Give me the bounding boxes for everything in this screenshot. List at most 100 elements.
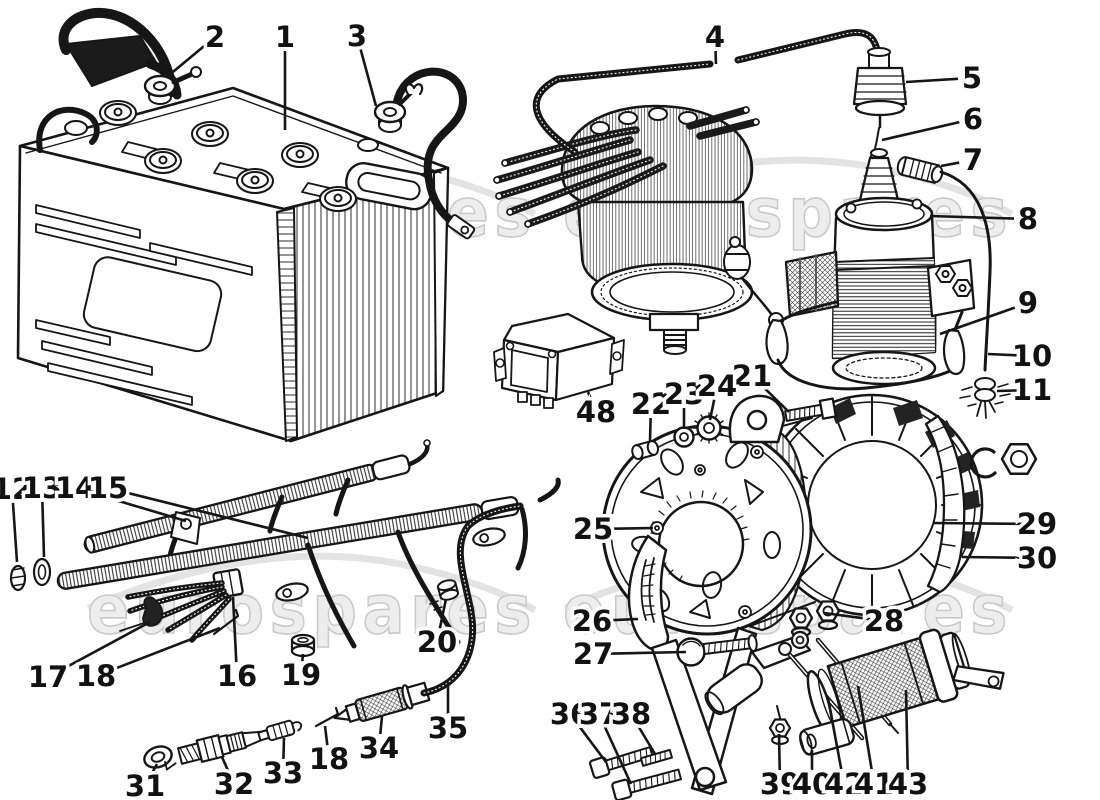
part-callout-23[interactable]: 23 (660, 374, 707, 415)
lock-washer (969, 447, 997, 479)
part-callout-7[interactable]: 7 (959, 140, 986, 181)
part-callout-32[interactable]: 32 (210, 764, 257, 800)
leader-line-18 (323, 725, 329, 746)
part-callout-29[interactable]: 29 (1013, 504, 1060, 545)
part-callout-27[interactable]: 27 (569, 634, 616, 675)
part-callout-5[interactable]: 5 (958, 58, 985, 99)
plug-cap (333, 681, 431, 723)
part-callout-33[interactable]: 33 (259, 753, 306, 794)
leader-line-25 (606, 526, 654, 531)
part-callout-12[interactable]: 12 (0, 469, 36, 510)
part-callout-48[interactable]: 48 (572, 392, 619, 433)
battery-corner-pillar (276, 207, 298, 442)
part-callout-28[interactable]: 28 (860, 601, 907, 642)
plug-lead-35 (420, 502, 524, 697)
clevis-fork (750, 630, 812, 670)
leader-line-17 (59, 620, 151, 672)
plug-connector (257, 719, 303, 742)
part-callout-38[interactable]: 38 (607, 694, 654, 735)
bolt-36 (589, 746, 654, 779)
part-callout-20[interactable]: 20 (413, 622, 460, 663)
part-callout-34[interactable]: 34 (355, 728, 402, 769)
part-callout-25[interactable]: 25 (569, 509, 616, 550)
part-callout-24[interactable]: 24 (693, 366, 740, 407)
part-callout-9[interactable]: 9 (1014, 283, 1041, 324)
leader-line-16 (231, 596, 238, 663)
wire-ends (493, 106, 760, 228)
part-callout-37[interactable]: 37 (575, 694, 622, 735)
spacer-sleeve (799, 717, 855, 756)
part-callout-41[interactable]: 41 (850, 764, 897, 800)
part-callout-21[interactable]: 21 (728, 356, 775, 397)
part-callout-16[interactable]: 16 (213, 656, 260, 697)
part-callout-14[interactable]: 14 (51, 468, 98, 509)
lever-trunnion (704, 663, 763, 716)
leader-line-9 (939, 306, 1016, 336)
part-callout-6[interactable]: 6 (959, 99, 986, 140)
part-callout-43[interactable]: 43 (884, 764, 931, 800)
part-callout-15[interactable]: 15 (84, 468, 131, 509)
leader-line-32 (220, 756, 230, 772)
part-callout-31[interactable]: 31 (121, 766, 168, 800)
battery-side-face (282, 166, 450, 443)
leader-line-22 (648, 417, 652, 442)
leader-line-8 (929, 214, 1015, 220)
retaining-pin (314, 706, 340, 728)
battery-side-strip (433, 167, 449, 397)
leader-line-30 (961, 555, 1024, 560)
leader-line-41 (856, 685, 874, 771)
part-callout-30[interactable]: 30 (1013, 538, 1060, 579)
hatch-marks (429, 600, 443, 611)
part-callout-4[interactable]: 4 (701, 17, 728, 58)
rubber-bushing-20 (436, 579, 460, 601)
alternator (601, 393, 1038, 796)
part-callout-2[interactable]: 2 (201, 17, 228, 58)
leader-line-15 (121, 490, 309, 540)
leader-line-5 (905, 77, 959, 84)
part-callout-8[interactable]: 8 (1014, 199, 1041, 240)
part-callout-1[interactable]: 1 (271, 17, 298, 58)
part-callout-42[interactable]: 42 (820, 764, 867, 800)
coil-bracket (784, 250, 840, 318)
conduit-lower (9, 477, 561, 649)
part-callout-18[interactable]: 18 (72, 656, 119, 697)
leader-line-29 (932, 521, 1024, 526)
part-callout-11[interactable]: 11 (1008, 370, 1055, 411)
pulley-nut (1000, 443, 1038, 475)
leader-line-21 (761, 384, 790, 413)
mounting-ear (728, 394, 786, 444)
cotter-pin (212, 608, 240, 636)
leader-line-24 (708, 399, 716, 421)
leader-line-12 (11, 502, 19, 563)
part-callout-17[interactable]: 17 (24, 657, 71, 698)
leader-line-13 (41, 501, 46, 558)
conduit-upper (83, 439, 431, 559)
pivot-bolt (784, 397, 837, 422)
leader-line-48 (586, 391, 593, 400)
part-callout-18[interactable]: 18 (305, 739, 352, 780)
part-callout-36[interactable]: 36 (546, 694, 593, 735)
leader-line-19 (301, 653, 305, 662)
elbow-connector (896, 156, 944, 184)
part-callout-3[interactable]: 3 (343, 16, 370, 57)
part-callout-35[interactable]: 35 (424, 708, 471, 749)
part-callout-39[interactable]: 39 (756, 764, 803, 800)
part-callout-40[interactable]: 40 (788, 764, 835, 800)
leader-line-7 (940, 161, 960, 168)
part-callout-13[interactable]: 13 (18, 468, 65, 509)
washer-23 (673, 426, 695, 448)
part-callout-10[interactable]: 10 (1008, 336, 1055, 377)
part-callout-19[interactable]: 19 (277, 655, 324, 696)
nuts-28 (788, 600, 841, 638)
small-bolt-22 (631, 440, 660, 460)
battery-cable-3 (373, 67, 476, 240)
callout-leader-lines (11, 44, 1024, 785)
hanging-wires (305, 477, 561, 649)
part-callout-22[interactable]: 22 (627, 384, 674, 425)
part-callout-26[interactable]: 26 (568, 601, 615, 642)
terminal-clamp-2 (143, 74, 177, 98)
fan-guard-strip (924, 414, 966, 594)
leader-line-36 (577, 724, 608, 763)
